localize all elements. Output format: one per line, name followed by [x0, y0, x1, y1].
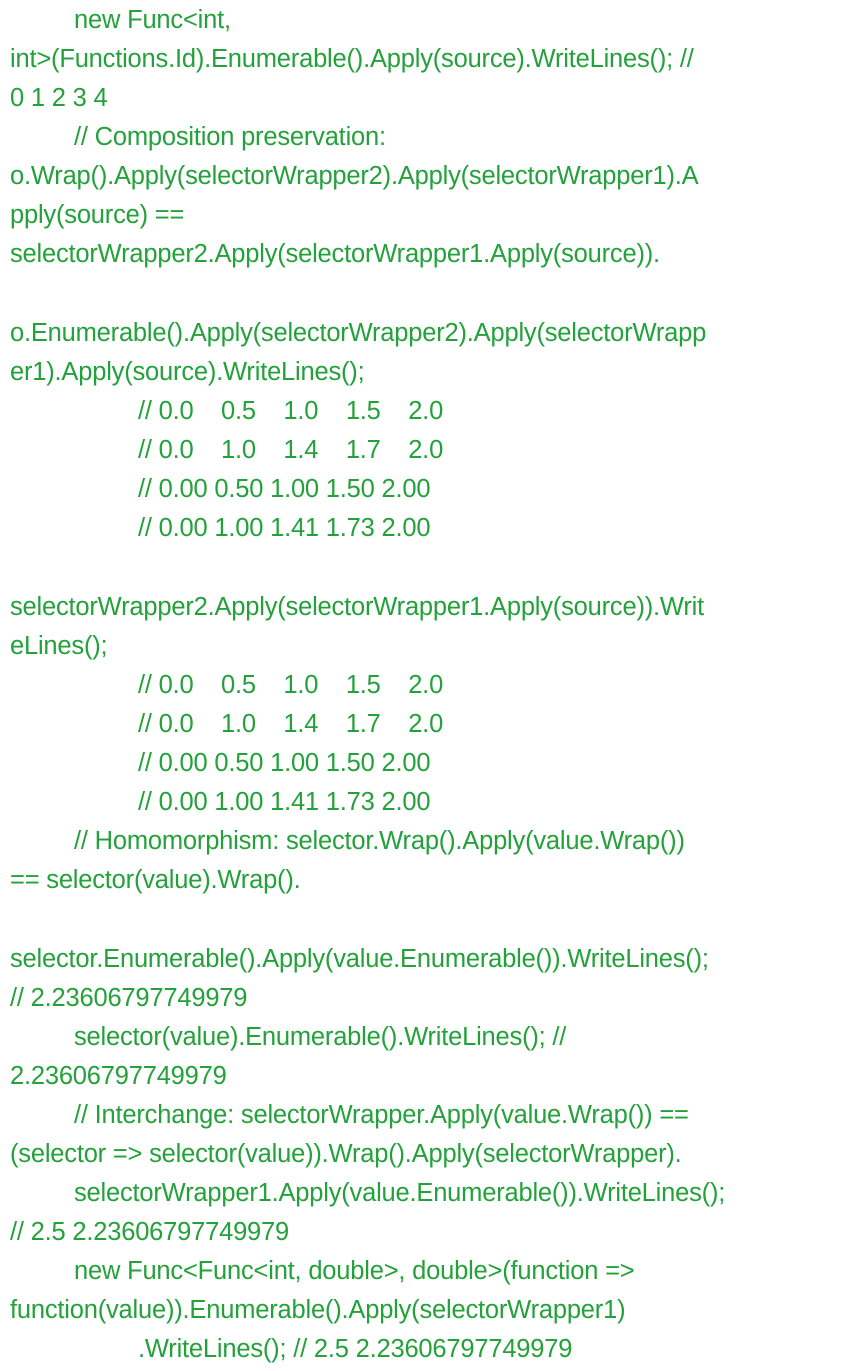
code-line: selector(value).Enumerable().WriteLines(…	[74, 1023, 567, 1051]
code-line: selectorWrapper2.Apply(selectorWrapper1.…	[10, 593, 704, 621]
output-comment-line: // 0.0 0.5 1.0 1.5 2.0	[138, 397, 444, 425]
code-line: o.Enumerable().Apply(selectorWrapper2).A…	[10, 319, 707, 347]
code-line: er1).Apply(source).WriteLines();	[10, 358, 365, 386]
code-line: selector.Enumerable().Apply(value.Enumer…	[10, 945, 709, 973]
code-line: new Func<Func<int, double>, double>(func…	[74, 1257, 635, 1285]
output-comment-line: // 0.00 1.00 1.41 1.73 2.00	[138, 514, 431, 542]
output-comment-line: // 0.0 1.0 1.4 1.7 2.0	[138, 436, 444, 464]
output-comment-line: // 2.23606797749979	[10, 984, 248, 1012]
output-comment-line: // 0.0 1.0 1.4 1.7 2.0	[138, 710, 444, 738]
code-line: function(value)).Enumerable().Apply(sele…	[10, 1296, 626, 1324]
output-comment-line: // 0.0 0.5 1.0 1.5 2.0	[138, 671, 444, 699]
comment-line: // Homomorphism: selector.Wrap().Apply(v…	[74, 827, 685, 855]
code-line: new Func<int,	[74, 6, 231, 34]
output-comment-line: // 2.5 2.23606797749979	[10, 1218, 290, 1246]
comment-line: (selector => selector(value)).Wrap().App…	[10, 1140, 682, 1168]
code-line: selectorWrapper2.Apply(selectorWrapper1.…	[10, 240, 660, 268]
output-comment-line: // 0.00 1.00 1.41 1.73 2.00	[138, 788, 431, 816]
code-line: int>(Functions.Id).Enumerable().Apply(so…	[10, 45, 694, 73]
code-line: selectorWrapper1.Apply(value.Enumerable(…	[74, 1179, 726, 1207]
comment-line: // Interchange: selectorWrapper.Apply(va…	[74, 1101, 689, 1129]
code-line: 0 1 2 3 4	[10, 84, 108, 112]
code-line: pply(source) ==	[10, 201, 185, 229]
output-comment-line: // 0.00 0.50 1.00 1.50 2.00	[138, 749, 431, 777]
code-line: o.Wrap().Apply(selectorWrapper2).Apply(s…	[10, 162, 699, 190]
comment-line: // Composition preservation:	[74, 123, 386, 151]
code-line: eLines();	[10, 632, 108, 660]
code-line: .WriteLines(); // 2.5 2.23606797749979	[138, 1335, 573, 1363]
code-line: 2.23606797749979	[10, 1062, 227, 1090]
comment-line: == selector(value).Wrap().	[10, 866, 301, 894]
output-comment-line: // 0.00 0.50 1.00 1.50 2.00	[138, 475, 431, 503]
